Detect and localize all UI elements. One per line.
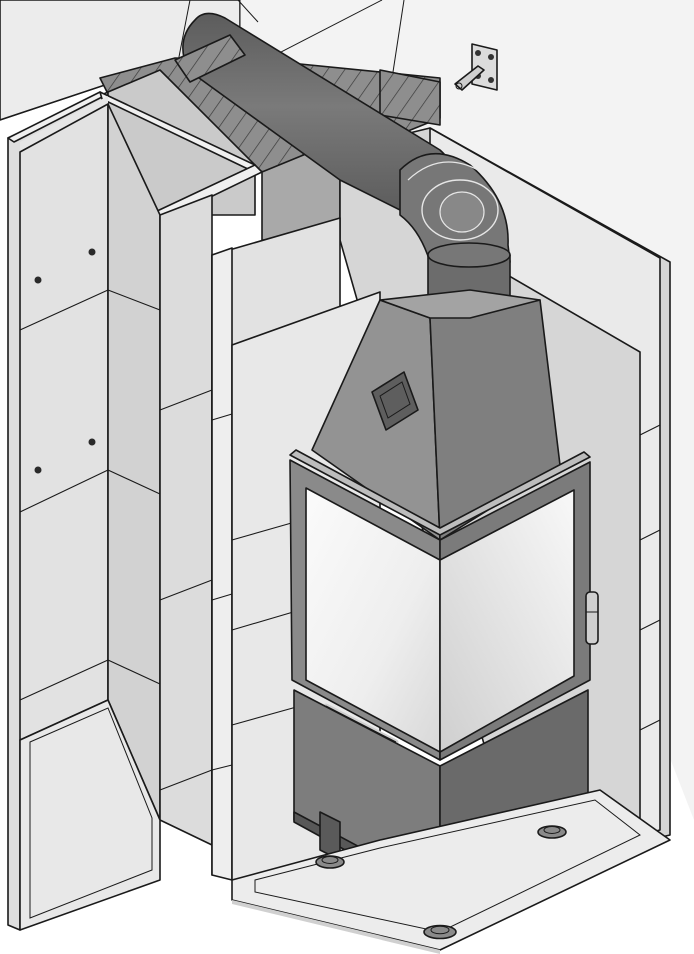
enclosure-right-inner [107, 103, 161, 821]
cladding-front-left [211, 247, 233, 881]
left-front-face [19, 103, 109, 741]
foot-right [537, 825, 567, 839]
glass-right[interactable] [439, 489, 575, 753]
foot-left [315, 855, 345, 869]
enclosure-right-front [159, 194, 213, 846]
air-intake-grille [371, 371, 419, 431]
enclosure-floor [19, 699, 161, 931]
levelling-foot-icon [315, 825, 567, 940]
hinge-icon [585, 591, 599, 645]
stove-hood [311, 289, 561, 541]
back-wall-right [240, 0, 694, 820]
panel-bolts [34, 248, 96, 474]
stove-body [289, 449, 599, 929]
wall-anchor-bracket [454, 43, 498, 91]
foot-center [423, 924, 457, 940]
